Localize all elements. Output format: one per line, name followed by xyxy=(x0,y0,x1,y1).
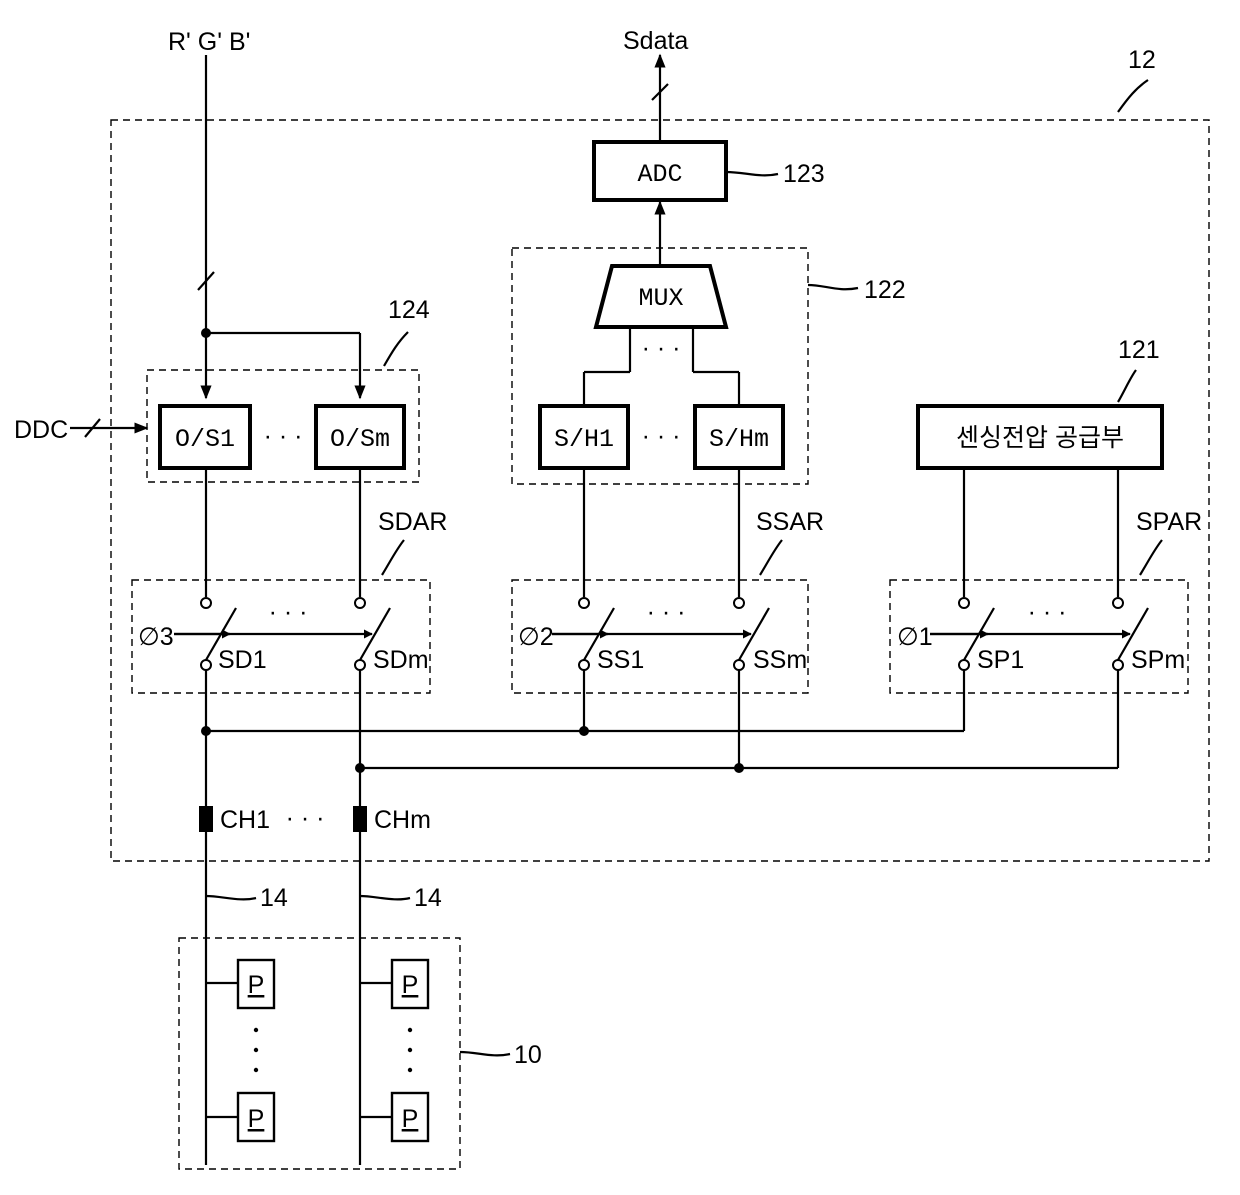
pixel-1-top-label: P xyxy=(248,971,265,999)
sensing-supply-label: 센싱전압 공급부 xyxy=(956,424,1124,452)
chm-label: CHm xyxy=(374,806,431,834)
ddc-input-label: DDC xyxy=(14,416,68,444)
leader-10 xyxy=(460,1052,510,1055)
spar-region xyxy=(890,580,1188,693)
mux-label: MUX xyxy=(638,284,683,313)
leader-12 xyxy=(1118,80,1148,112)
ref-124: 124 xyxy=(388,296,430,324)
sdar-label: SDAR xyxy=(378,508,447,536)
leader-123 xyxy=(726,172,778,175)
chm-pad xyxy=(353,806,367,832)
os1-label: O/S1 xyxy=(175,425,235,454)
ss1-label: SS1 xyxy=(597,646,644,674)
ref-122: 122 xyxy=(864,276,906,304)
leader-sdar xyxy=(382,540,404,575)
ss1-bot-node xyxy=(579,660,589,670)
ch1-label: CH1 xyxy=(220,806,270,834)
sp1-label: SP1 xyxy=(977,646,1024,674)
spm-label: SPm xyxy=(1131,646,1185,674)
ref-12: 12 xyxy=(1128,46,1156,74)
sd1-top-node xyxy=(201,598,211,608)
spm-top-node xyxy=(1113,598,1123,608)
ssm-bot-node xyxy=(734,660,744,670)
ch1-pad xyxy=(199,806,213,832)
pixel-vertical-ellipsis-1 xyxy=(254,1028,258,1072)
leader-spar xyxy=(1140,540,1162,575)
spar-label: SPAR xyxy=(1136,508,1202,536)
leader-ssar xyxy=(760,540,782,575)
ssar-region xyxy=(512,580,808,693)
ssm-label: SSm xyxy=(753,646,807,674)
sdar-region xyxy=(132,580,430,693)
ref-14a: 14 xyxy=(260,884,288,912)
chm-junction-a xyxy=(355,763,365,773)
sp1-bot-node xyxy=(959,660,969,670)
ch1-junction-a xyxy=(201,726,211,736)
sd1-bot-node xyxy=(201,660,211,670)
phase1-label: ∅1 xyxy=(897,623,933,651)
leader-14b xyxy=(360,896,410,899)
os-ellipsis: · · · xyxy=(264,422,303,450)
ss-ellipsis: · · · xyxy=(647,598,686,626)
mux-in-ellipsis: · · · xyxy=(642,334,681,362)
chm-junction-b xyxy=(734,763,744,773)
sh-ellipsis: · · · xyxy=(642,422,681,450)
sdm-bot-node xyxy=(355,660,365,670)
osm-label: O/Sm xyxy=(330,425,390,454)
adc-label: ADC xyxy=(637,160,682,189)
spm-bot-node xyxy=(1113,660,1123,670)
ssar-label: SSAR xyxy=(756,508,824,536)
sdm-label: SDm xyxy=(373,646,429,674)
sd1-label: SD1 xyxy=(218,646,267,674)
sh1-label: S/H1 xyxy=(554,425,614,454)
sdm-top-node xyxy=(355,598,365,608)
ref-121: 121 xyxy=(1118,336,1160,364)
sd-ellipsis: · · · xyxy=(269,598,308,626)
leader-124 xyxy=(384,332,408,366)
sp-ellipsis: · · · xyxy=(1028,598,1067,626)
ref-123: 123 xyxy=(783,160,825,188)
ch1-junction-b xyxy=(579,726,589,736)
phase3-label: ∅3 xyxy=(138,623,174,651)
pixel-1-bottom-label: P xyxy=(248,1105,265,1133)
sdata-output-label: Sdata xyxy=(623,27,688,55)
leader-121 xyxy=(1118,370,1136,402)
ss1-top-node xyxy=(579,598,589,608)
pixel-vertical-ellipsis-m xyxy=(408,1028,412,1072)
leader-122 xyxy=(808,285,858,289)
ch-ellipsis: · · · xyxy=(286,804,325,832)
ssm-top-node xyxy=(734,598,744,608)
phase2-label: ∅2 xyxy=(518,623,554,651)
pixel-m-bottom-label: P xyxy=(402,1105,419,1133)
sp1-top-node xyxy=(959,598,969,608)
ref-14b: 14 xyxy=(414,884,442,912)
pixel-m-top-label: P xyxy=(402,971,419,999)
rgb-input-label: R' G' B' xyxy=(168,28,250,56)
shm-label: S/Hm xyxy=(709,425,769,454)
ref-10: 10 xyxy=(514,1041,542,1069)
leader-14a xyxy=(206,896,256,899)
